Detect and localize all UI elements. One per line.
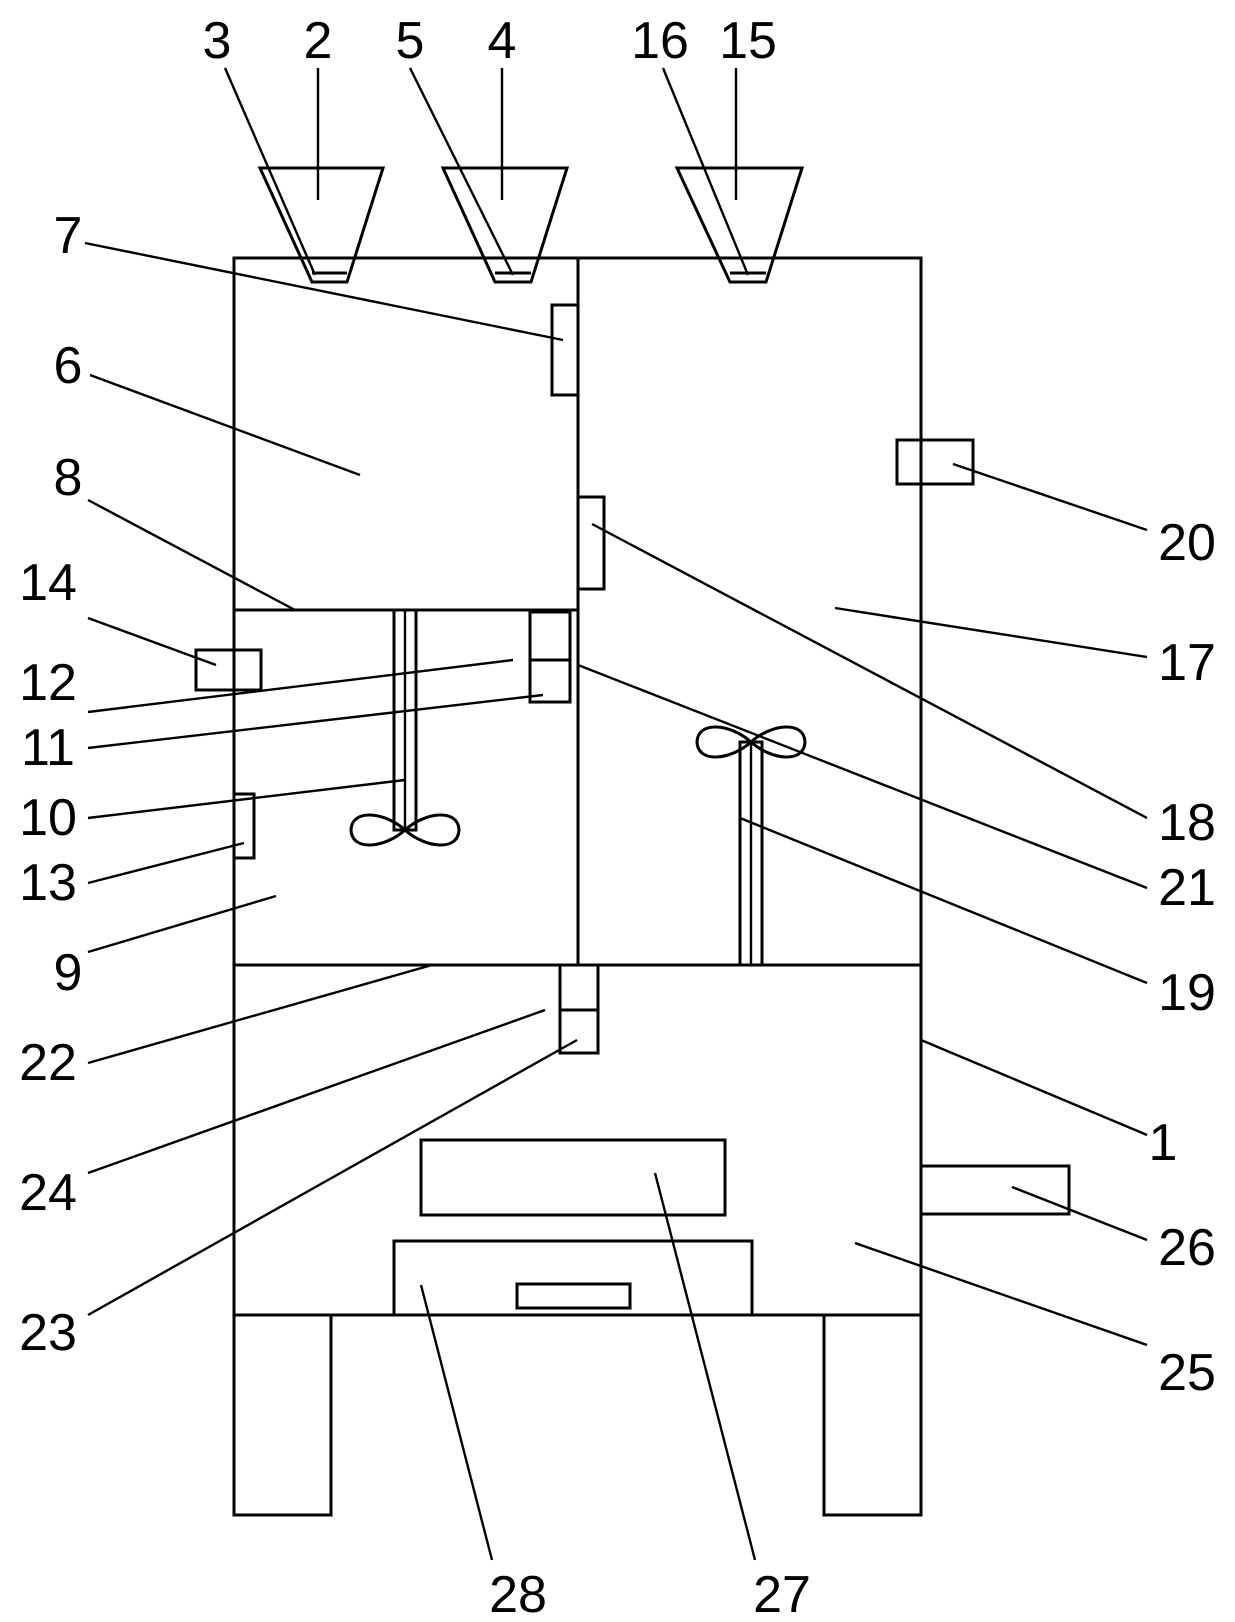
- callout-11: 11: [21, 719, 75, 777]
- callout-6: 6: [54, 337, 83, 395]
- callout-18: 18: [1158, 794, 1216, 852]
- callout-12: 12: [19, 654, 77, 712]
- hopper-4: [440, 166, 570, 284]
- callout-21: 21: [1158, 859, 1216, 917]
- callout-3: 3: [203, 12, 232, 70]
- callout-14: 14: [19, 554, 77, 612]
- callout-22: 22: [19, 1034, 77, 1092]
- component-7: [550, 303, 580, 397]
- callout-28: 28: [489, 1566, 547, 1622]
- callout-2: 2: [304, 12, 333, 70]
- left-leg: [232, 1313, 333, 1517]
- component-18: [576, 495, 606, 591]
- outlet-26: [919, 1164, 1071, 1216]
- component-27: [419, 1138, 727, 1217]
- hopper-2: [257, 166, 386, 284]
- callout-7: 7: [54, 207, 83, 265]
- callout-15: 15: [719, 12, 777, 70]
- callout-9: 9: [54, 944, 83, 1002]
- component-20: [895, 438, 975, 486]
- callout-19: 19: [1158, 964, 1216, 1022]
- callout-4: 4: [488, 12, 517, 70]
- hopper-15: [674, 166, 805, 284]
- callout-5: 5: [396, 12, 425, 70]
- callout-1: 1: [1149, 1114, 1178, 1172]
- callout-25: 25: [1158, 1344, 1216, 1402]
- callout-20: 20: [1158, 514, 1216, 572]
- callout-26: 26: [1158, 1219, 1216, 1277]
- callout-13: 13: [19, 854, 77, 912]
- component-11: [528, 610, 572, 704]
- right-leg: [822, 1313, 923, 1517]
- callout-24: 24: [19, 1164, 77, 1222]
- drawer-handle: [515, 1282, 632, 1310]
- callout-16: 16: [631, 12, 689, 70]
- component-14: [194, 648, 263, 692]
- leader-lines: [84, 67, 1148, 1561]
- callout-17: 17: [1158, 634, 1216, 692]
- callout-27: 27: [753, 1566, 811, 1622]
- callout-10: 10: [19, 789, 77, 847]
- drawer-28: [392, 1239, 754, 1317]
- stirrer-blade: [349, 813, 461, 847]
- callout-23: 23: [19, 1304, 77, 1362]
- impeller-blade: [695, 725, 807, 759]
- component-13: [232, 792, 256, 860]
- callout-8: 8: [54, 449, 83, 507]
